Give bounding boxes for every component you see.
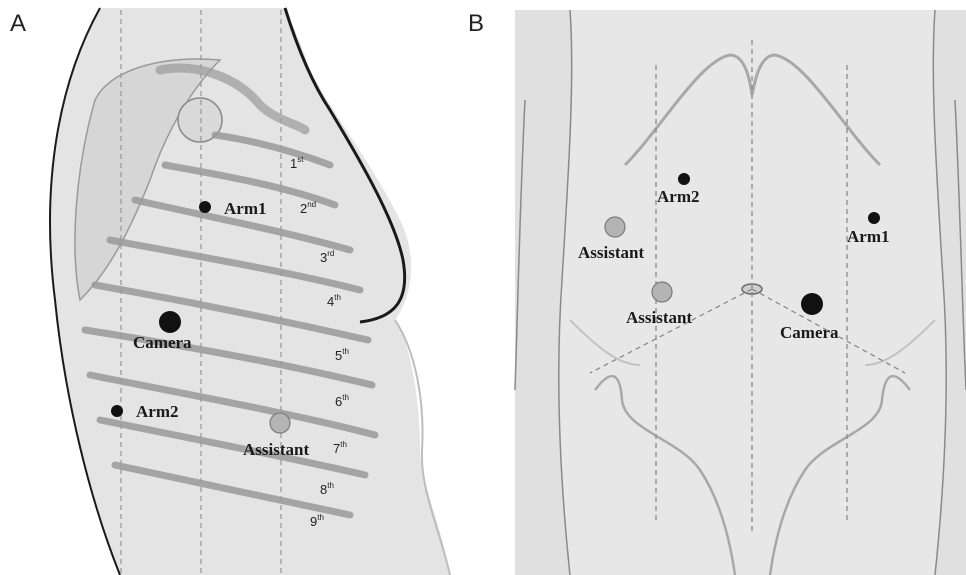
panel-b-arm1-port bbox=[868, 212, 880, 224]
panel-b-camera-port bbox=[801, 293, 823, 315]
panel-b-assistant-lower-label: Assistant bbox=[626, 308, 692, 327]
panel-b: Arm2 Arm1 Assistant Assistant Camera bbox=[515, 10, 966, 575]
panel-b-arm2-label: Arm2 bbox=[657, 187, 699, 206]
panel-b-arm2-port bbox=[678, 173, 690, 185]
panel-b-assistant-upper-label: Assistant bbox=[578, 243, 644, 262]
panel-a-arm2-port bbox=[111, 405, 123, 417]
panel-a-camera-label: Camera bbox=[133, 333, 192, 352]
panel-a: 1st 2nd 3rd 4th 5th 6th 7th 8th 9th Arm1… bbox=[50, 8, 450, 575]
panel-a-assistant-port bbox=[270, 413, 290, 433]
panel-a-assistant-label: Assistant bbox=[243, 440, 309, 459]
panel-b-assistant-lower-port bbox=[652, 282, 672, 302]
panel-b-camera-label: Camera bbox=[780, 323, 839, 342]
panel-a-camera-port bbox=[159, 311, 181, 333]
panel-a-arm1-label: Arm1 bbox=[224, 199, 266, 218]
panel-b-arm1-label: Arm1 bbox=[847, 227, 889, 246]
panel-b-assistant-upper-port bbox=[605, 217, 625, 237]
panel-a-arm1-port bbox=[199, 201, 211, 213]
panel-a-arm2-label: Arm2 bbox=[136, 402, 178, 421]
